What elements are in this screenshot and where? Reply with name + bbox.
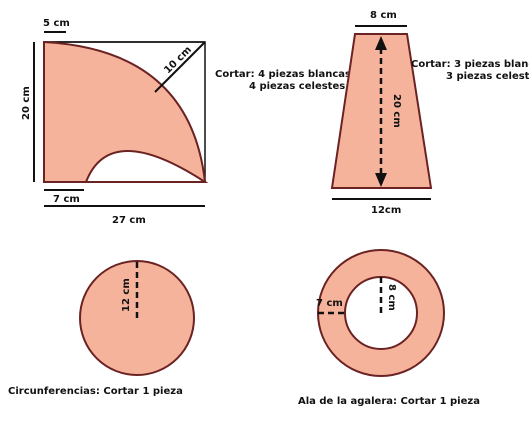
quarter-round-shape — [43, 40, 207, 183]
caption: Ala de la agalera: Cortar 1 pieza — [298, 396, 480, 407]
figure-3-circle: 12 cm Circunferencias: Cortar 1 pieza — [8, 260, 195, 397]
figure-1-arch-piece: 5 cm 20 cm 10 cm 7 cm 27 cm Cortar: 4 pi… — [21, 18, 351, 226]
arrow-down-icon — [375, 173, 387, 187]
caption: Circunferencias: Cortar 1 pieza — [8, 386, 183, 397]
arrow-up-icon — [375, 36, 387, 50]
dim-radius-label: 10 cm — [162, 44, 194, 76]
dim-inner-label: 8 cm — [386, 284, 397, 311]
dim-height-label: 20 cm — [391, 94, 402, 128]
cut-label-1: Cortar: 3 piezas blancas — [411, 59, 529, 70]
figure-4-ring: 7 cm 8 cm Ala de la agalera: Cortar 1 pi… — [298, 249, 480, 407]
cut-label-1: Cortar: 4 piezas blancas — [215, 69, 351, 80]
dim-radius-label: 12 cm — [121, 278, 132, 312]
dim-top-label: 8 cm — [370, 10, 397, 21]
dim-bottom-label: 12cm — [371, 205, 401, 216]
cut-label-2: 3 piezas celestes — [446, 71, 529, 82]
dim-bottom-small-label: 7 cm — [53, 194, 80, 205]
dim-top-label: 5 cm — [43, 18, 70, 29]
dim-width-label: 27 cm — [112, 215, 146, 226]
cut-label-2: 4 piezas celestes — [249, 81, 345, 92]
arch-cutout — [84, 150, 209, 183]
dim-left-label: 20 cm — [21, 86, 32, 120]
radius-line — [154, 41, 206, 93]
figure-2-trapezoid: 8 cm 20 cm 12cm Cortar: 3 piezas blancas… — [330, 10, 529, 216]
dim-ring-label: 7 cm — [316, 298, 343, 309]
